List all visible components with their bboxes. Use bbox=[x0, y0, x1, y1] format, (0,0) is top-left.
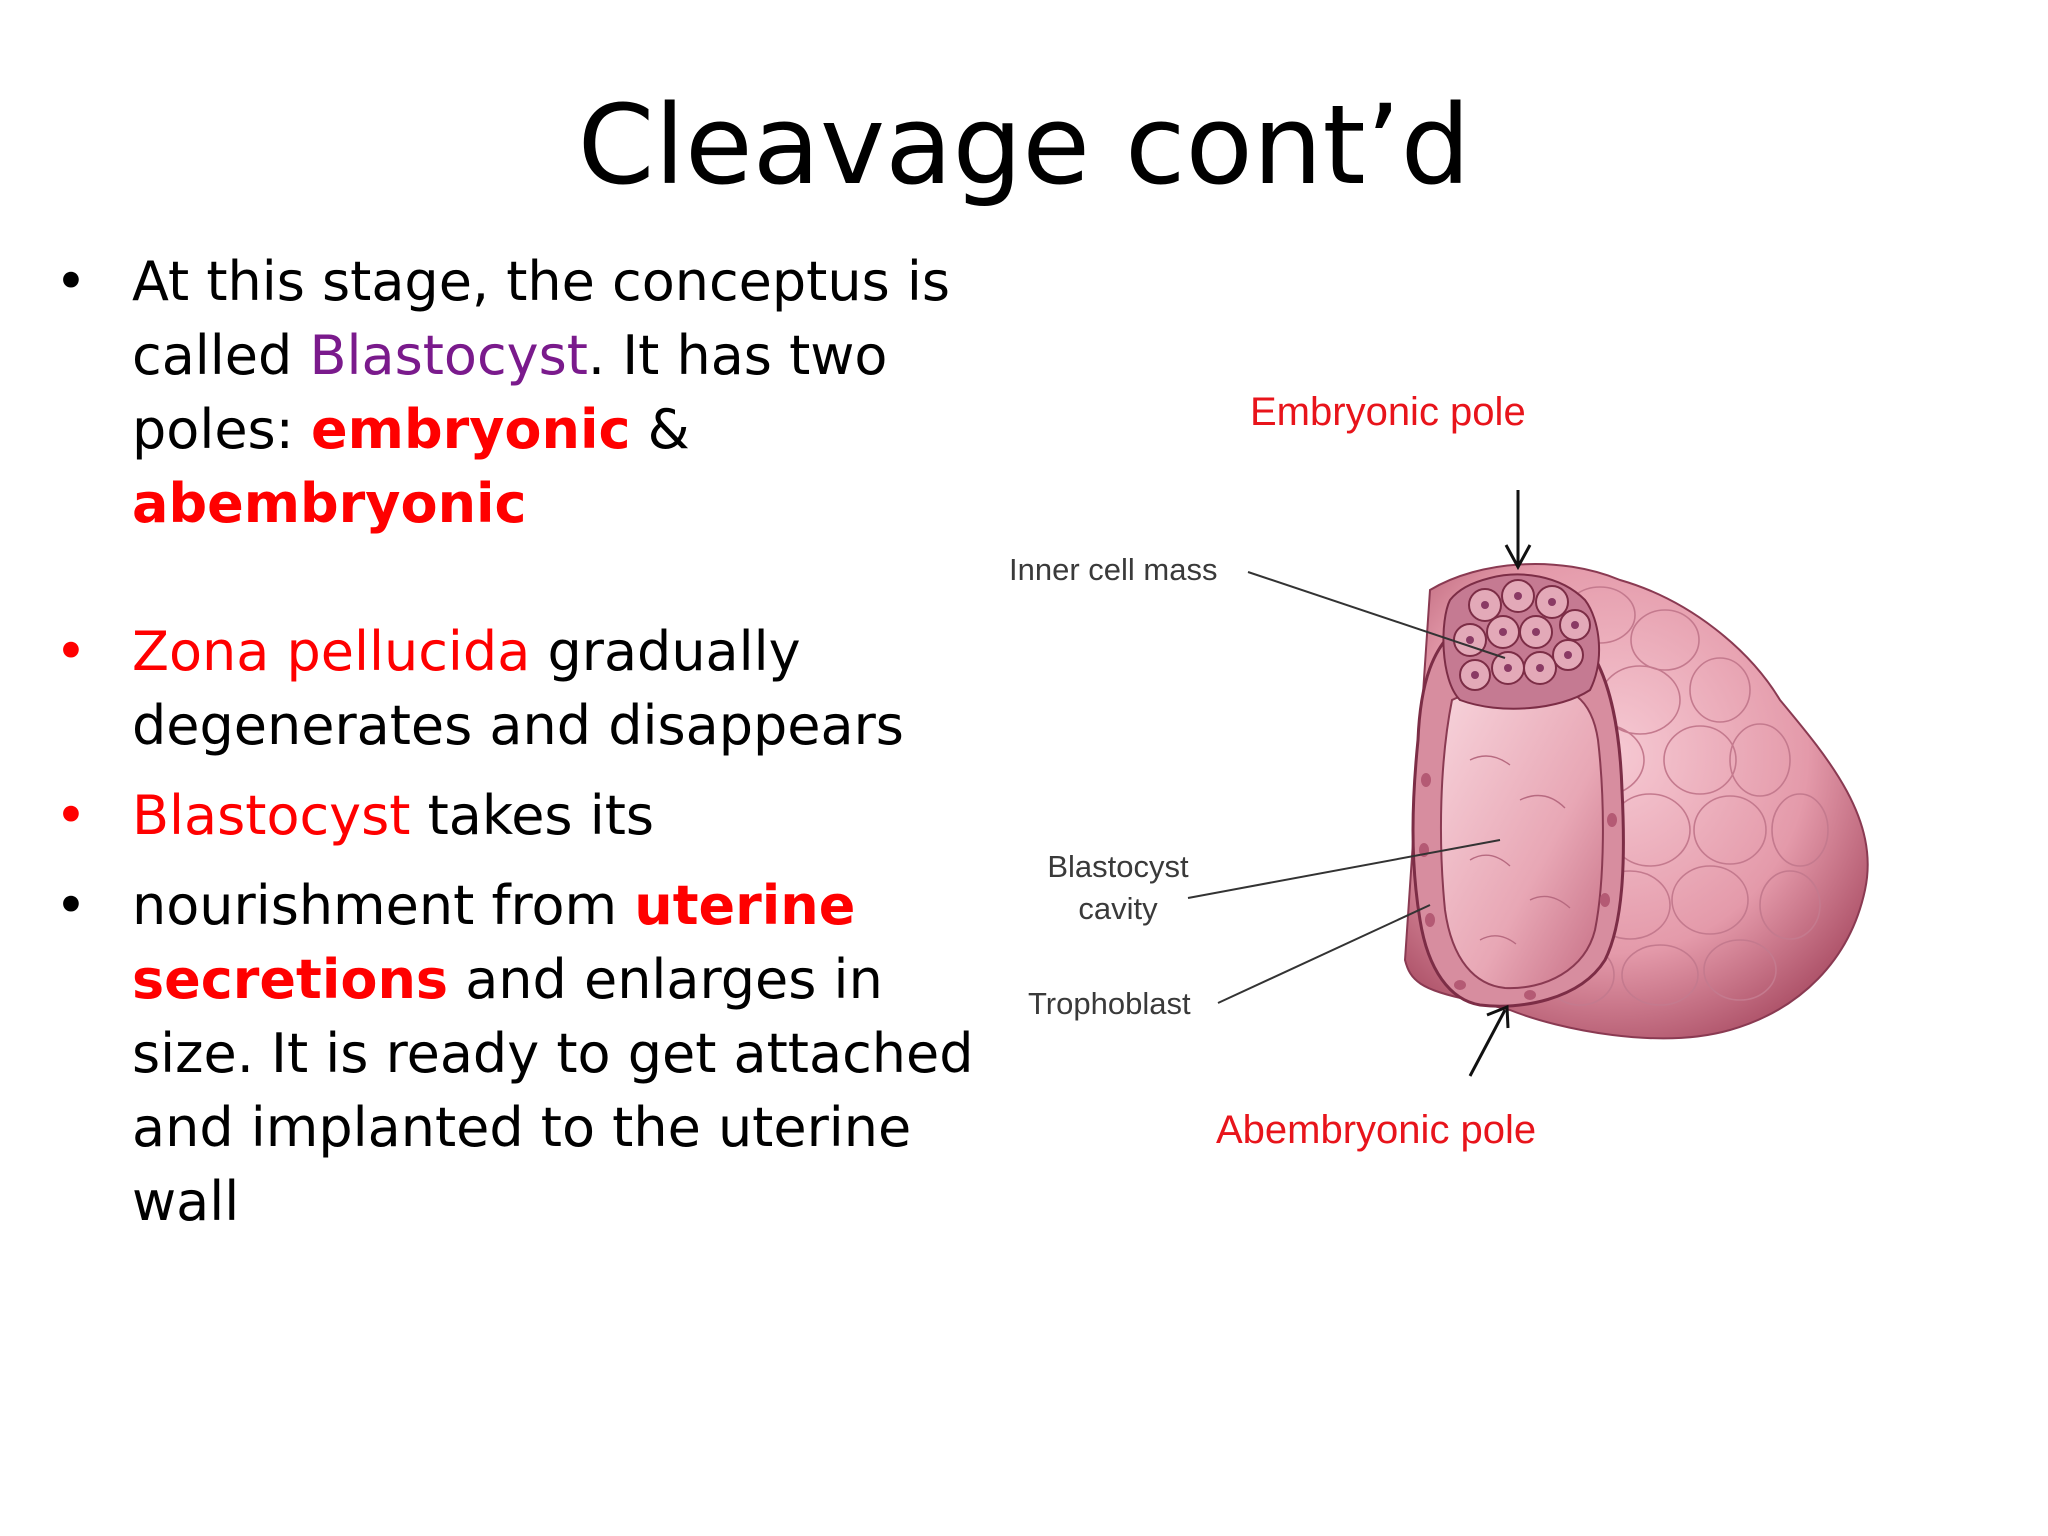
uterine-secretions-term: uterine secretions bbox=[132, 874, 856, 1011]
abembryonic-pole-label: Abembryonic pole bbox=[1216, 1108, 1537, 1152]
blastocyst-term: Blastocyst bbox=[309, 324, 588, 387]
bullet-dot: • bbox=[55, 620, 87, 683]
bullet-text: At this stage, the conceptus is called bbox=[132, 250, 951, 387]
bullet-text: takes its bbox=[410, 784, 655, 847]
blastocyst-cavity bbox=[1439, 686, 1604, 990]
abembryonic-pole-arrow bbox=[1468, 1004, 1510, 1077]
abembryonic-term: abembryonic bbox=[132, 472, 527, 535]
blastocyst-cavity-label: Blastocyst cavity bbox=[1038, 846, 1198, 930]
blastocyst-illustration bbox=[1187, 490, 1869, 1077]
bullet-text: & bbox=[630, 398, 690, 461]
embryonic-pole-arrow bbox=[1504, 490, 1532, 571]
bullet-item-zona-pellucida: • Zona pellucida gradually degenerates a… bbox=[55, 615, 995, 763]
bullet-text: . It has two poles: bbox=[132, 324, 888, 461]
inner-cell-mass bbox=[1442, 573, 1601, 710]
slide-title: Cleavage cont’d bbox=[577, 81, 1471, 209]
label-leader-lines bbox=[1187, 571, 1506, 1004]
bullet-text: gradually degenerates and disappears bbox=[132, 620, 904, 757]
embryonic-term: embryonic bbox=[311, 398, 631, 461]
bullet-dot: • bbox=[55, 874, 87, 937]
bullet-dot: • bbox=[55, 250, 87, 313]
bullet-item-blastocyst-takes: • Blastocyst takes its bbox=[55, 779, 995, 853]
blastocyst-term: Blastocyst bbox=[132, 784, 411, 847]
bullet-list: • At this stage, the conceptus is called… bbox=[55, 245, 995, 1239]
trophoblast-label: Trophoblast bbox=[1028, 986, 1191, 1021]
bullet-item-blastocyst-stage: • At this stage, the conceptus is called… bbox=[55, 245, 995, 541]
bullet-text: and enlarges in size. It is ready to get… bbox=[132, 948, 974, 1233]
bullet-text: nourishment from bbox=[132, 874, 635, 937]
bullet-item-nourishment: • nourishment from uterine secretions an… bbox=[55, 869, 995, 1239]
wall-nuclei bbox=[1419, 773, 1617, 1000]
blastocyst-cavity-label-line2: cavity bbox=[1078, 891, 1158, 926]
zona-pellucida-term: Zona pellucida bbox=[132, 620, 531, 683]
embryonic-pole-label: Embryonic pole bbox=[1250, 390, 1526, 434]
blastocyst-cavity-label-line1: Blastocyst bbox=[1047, 849, 1189, 884]
bullet-dot: • bbox=[55, 784, 87, 847]
cavity-texture bbox=[1469, 755, 1571, 945]
inner-cell-mass-label: Inner cell mass bbox=[1009, 552, 1218, 587]
